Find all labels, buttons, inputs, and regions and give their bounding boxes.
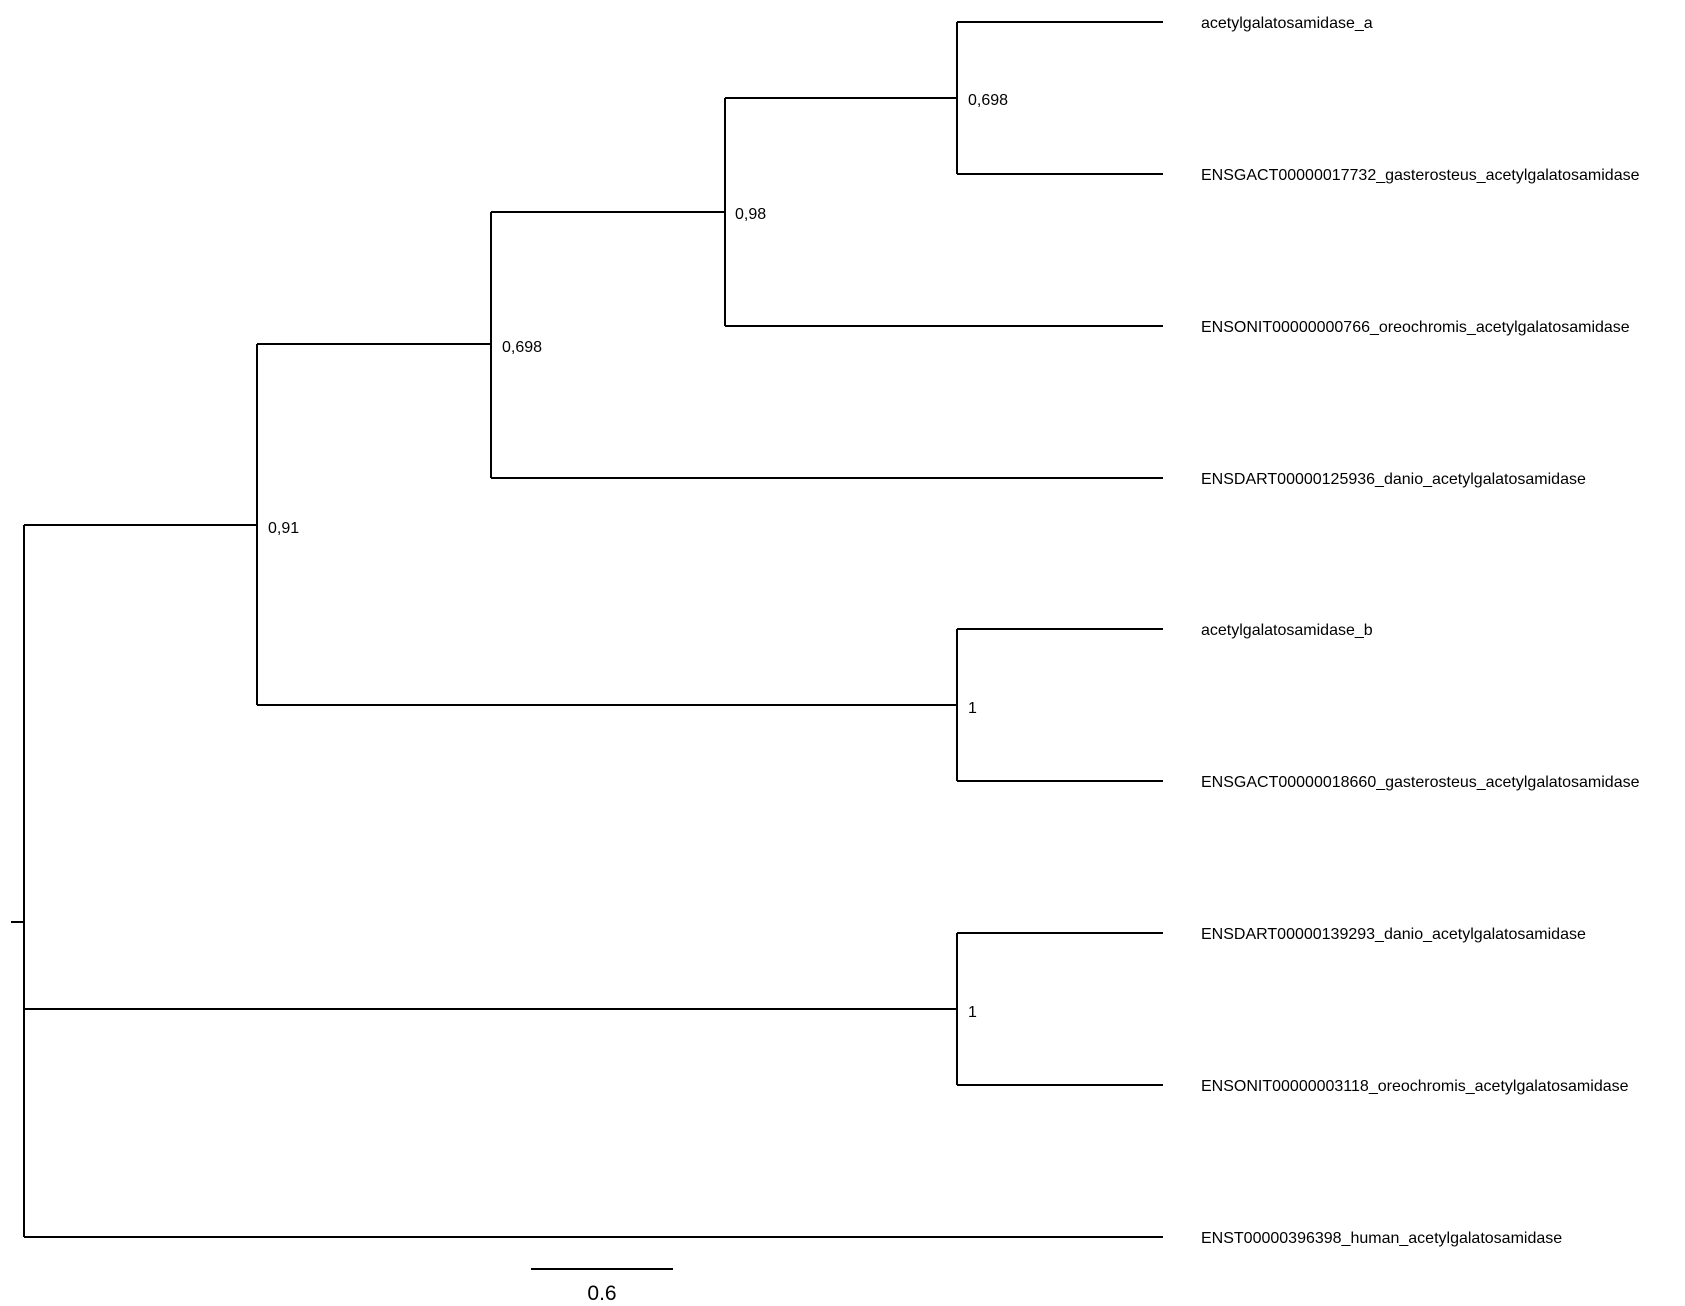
tip-label: ENSGACT00000017732_gasterosteus_acetylga…	[1201, 167, 1640, 184]
tip-label: ENSGACT00000018660_gasterosteus_acetylga…	[1201, 774, 1640, 791]
tip-label: acetylgalatosamidase_a	[1201, 15, 1373, 32]
tip-label: acetylgalatosamidase_b	[1201, 622, 1373, 639]
support-value: 0,98	[735, 206, 766, 223]
support-value: 1	[968, 700, 977, 717]
tip-label: ENSONIT00000003118_oreochromis_acetylgal…	[1201, 1078, 1629, 1095]
scale-bar-label: 0.6	[587, 1282, 616, 1305]
tip-label: ENST00000396398_human_acetylgalatosamida…	[1201, 1230, 1562, 1247]
support-value: 1	[968, 1004, 977, 1021]
tip-label: ENSDART00000139293_danio_acetylgalatosam…	[1201, 926, 1586, 943]
tip-label: ENSDART00000125936_danio_acetylgalatosam…	[1201, 471, 1586, 488]
support-value: 0,698	[502, 339, 542, 356]
support-value: 0,698	[968, 92, 1008, 109]
support-value: 0,91	[268, 520, 299, 537]
tip-label: ENSONIT00000000766_oreochromis_acetylgal…	[1201, 319, 1630, 336]
